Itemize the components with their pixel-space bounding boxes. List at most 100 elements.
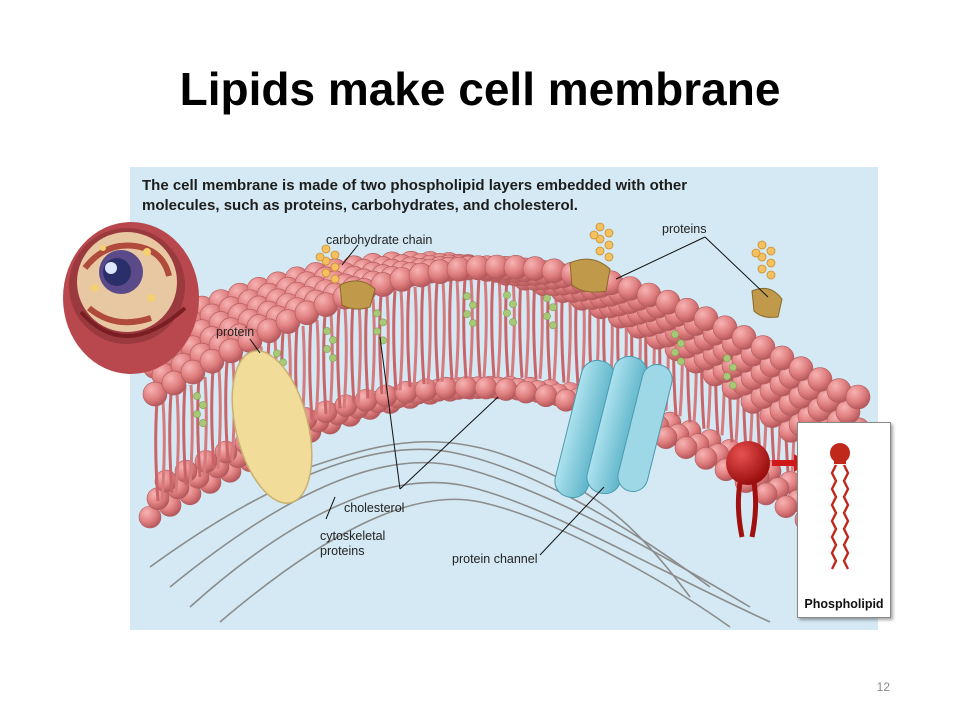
carbohydrate-bead [321,268,331,278]
label-cytoskeletal-line2: proteins [320,544,365,558]
lipid-tail [370,298,376,399]
lipid-tail [328,313,334,414]
lipid-head [534,384,558,408]
cholesterol-bead [463,310,471,319]
lipid-tail [412,286,418,388]
cholesterol-bead [543,294,551,303]
cholesterol-bead [379,318,387,327]
cytoskeleton-fibers [149,441,771,628]
lipid-head [750,335,776,360]
lipid-tail [202,376,208,478]
protein-channel [554,355,673,499]
cholesterol-bead [729,363,737,372]
lipid-tail [342,308,348,409]
animal-cell-icon [63,222,199,374]
lipid-head [218,338,244,364]
cholesterol-bead [509,318,517,327]
cholesterol-bead [671,330,679,339]
lipid-tail [384,294,390,395]
carbohydrate-bead [757,252,767,262]
carbohydrate-bead [595,234,605,244]
lipid-tail [490,276,496,378]
glycoprotein-left [339,280,376,310]
lipid-tail [356,303,362,404]
cholesterol-molecules [193,291,737,427]
label-proteins: proteins [662,222,707,236]
label-protein: protein [216,325,255,339]
cholesterol-bead [379,336,387,345]
lipid-head [674,436,698,459]
label-phospholipid: Phospholipid [804,597,884,611]
cholesterol-bead [543,312,551,321]
lipid-tail [196,376,202,478]
label-carbohydrate-chain: carbohydrate chain [326,233,433,247]
carbohydrate-chains [315,222,776,284]
carbohydrate-bead [604,240,614,250]
membrane-figure: The cell membrane is made of two phospho… [130,167,878,630]
lipid-head [754,482,778,506]
lipid-tail [406,286,412,388]
lipid-tail [426,284,432,385]
cholesterol-bead [323,327,331,335]
phospholipid-inset: Phospholipid [797,422,891,618]
lipid-head [774,495,798,518]
cholesterol-bead [549,321,557,330]
slide-title: Lipids make cell membrane [179,63,781,115]
lipid-tail [322,313,328,414]
label-cytoskeletal-line1: cytoskeletal [320,529,386,543]
lipid-tail [504,277,510,378]
lipid-tail [454,279,460,380]
cholesterol-bead [503,291,511,300]
lipid-head [199,348,225,374]
lipid-head [180,359,206,385]
lipid-tail [174,392,180,494]
cholesterol-bead [193,392,201,400]
carbohydrate-bead [757,240,767,250]
lipid-head [694,447,718,470]
lipid-tail [168,392,174,494]
cholesterol-bead [323,345,331,353]
cholesterol-bead [509,300,517,309]
cholesterol-bead [671,348,679,357]
carbohydrate-bead [766,270,776,280]
lipid-tail [482,277,488,378]
cholesterol-bead [193,410,201,418]
cholesterol-bead [723,354,731,363]
carbohydrate-bead [321,244,331,254]
cholesterol-bead [549,303,557,312]
glycoprotein-right [751,287,783,318]
lipid-tail [314,319,320,420]
lipid-head [845,384,871,410]
lipid-tail [350,303,356,404]
label-cholesterol: cholesterol [344,501,405,515]
lipid-tail [364,298,370,399]
lipid-tail [468,278,474,379]
cholesterol-bead [199,401,207,409]
lipid-tail [188,384,194,486]
carbohydrate-bead [330,274,340,284]
cholesterol-bead [329,336,337,344]
lipid-head [161,370,187,396]
lipid-tail [462,278,468,379]
lipid-head [142,381,168,407]
carbohydrate-bead [315,252,325,262]
leader-lines [249,236,769,556]
cholesterol-bead [273,349,281,358]
lipid-tail [524,277,530,378]
cholesterol-bead [723,372,731,381]
lipid-head [788,356,814,381]
lipid-tail [510,277,516,378]
cholesterol-bead [677,357,685,366]
lipid-head [454,376,478,399]
carbohydrate-bead [604,228,614,238]
lipid-tail [532,278,538,379]
lipid-tail [336,308,342,409]
label-cytoskeletal-proteins: cytoskeletal proteins [320,529,385,559]
lipid-tail [392,290,398,391]
carbohydrate-bead [330,250,340,260]
lipid-head [807,367,833,392]
carbohydrate-bead [751,248,761,258]
lipid-tail [182,384,188,486]
membrane-illustration [138,222,871,628]
lipid-tail [440,281,446,382]
